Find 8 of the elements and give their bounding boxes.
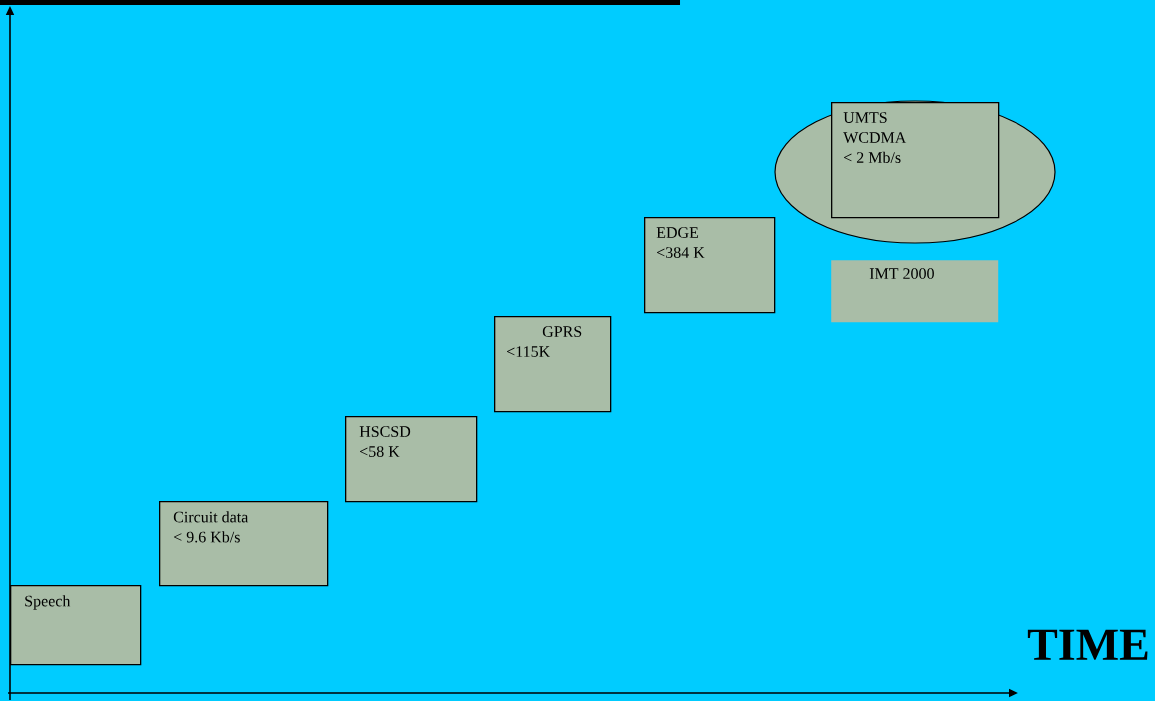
text-box: Circuit data < 9.6 Kb/s bbox=[159, 501, 329, 587]
text-box: UMTS WCDMA < 2 Mb/s bbox=[831, 102, 1000, 219]
text-box: Speech bbox=[10, 585, 142, 666]
text-box: EDGE <384 K bbox=[644, 217, 776, 314]
text-box: GPRS <115K bbox=[494, 316, 612, 413]
axis-label: TIME bbox=[1027, 629, 1148, 660]
text-box: IMT 2000 bbox=[831, 260, 999, 323]
text-box: HSCSD <58 K bbox=[345, 416, 478, 503]
